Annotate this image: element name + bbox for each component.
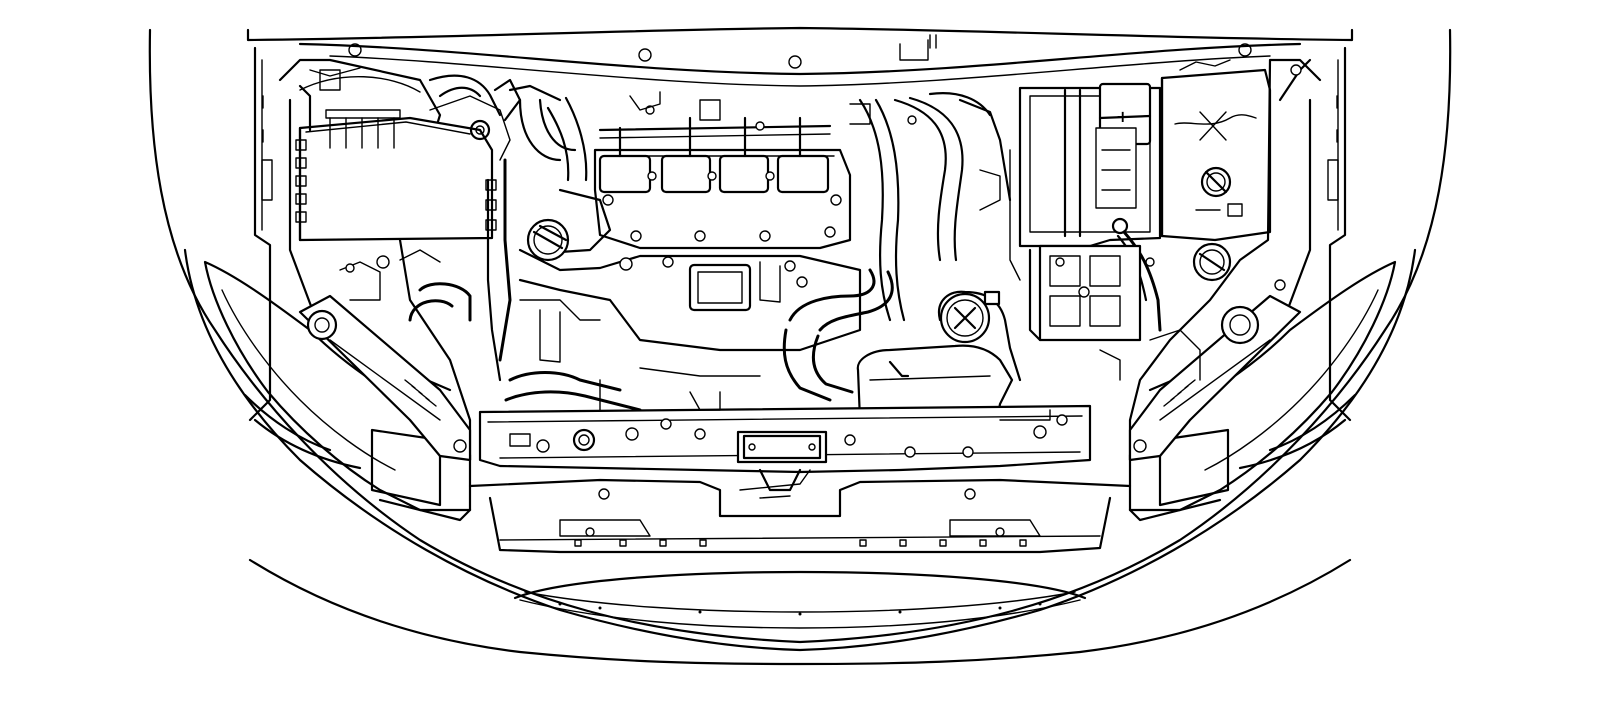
left-brace-teeth: [404, 379, 437, 407]
grille-dots: [558, 602, 1042, 616]
fuse-box-tabs: [295, 109, 497, 231]
left-strut-brace: [298, 294, 472, 462]
radiator-upper-hose: [782, 268, 894, 402]
battery: +: [1018, 82, 1162, 332]
right-headlamp: [1128, 260, 1397, 522]
lower-crossmember: [468, 478, 1132, 554]
left-headlamp: [203, 260, 472, 522]
crossmember-slots: [574, 539, 1027, 547]
misc-detail: [339, 103, 1201, 411]
engine-front-cover: [518, 248, 862, 352]
fuse-box: [295, 69, 522, 242]
heater-hoses: [858, 92, 1012, 322]
front-bumper-outline: [148, 28, 1452, 666]
oil-filler-cap: [526, 218, 570, 262]
hood-opening: [246, 26, 1354, 422]
engine-valve-cover: [558, 91, 852, 254]
hood-latch: [736, 430, 828, 499]
right-strut-brace: [1128, 279, 1302, 462]
washer-fluid-cap: [1192, 242, 1232, 282]
battery-tray: [1028, 244, 1142, 342]
cover-bolts: [602, 105, 842, 242]
lower-hoses-left: [408, 282, 642, 412]
intake-duct: [428, 74, 588, 382]
junction-box-right: [1160, 58, 1312, 242]
